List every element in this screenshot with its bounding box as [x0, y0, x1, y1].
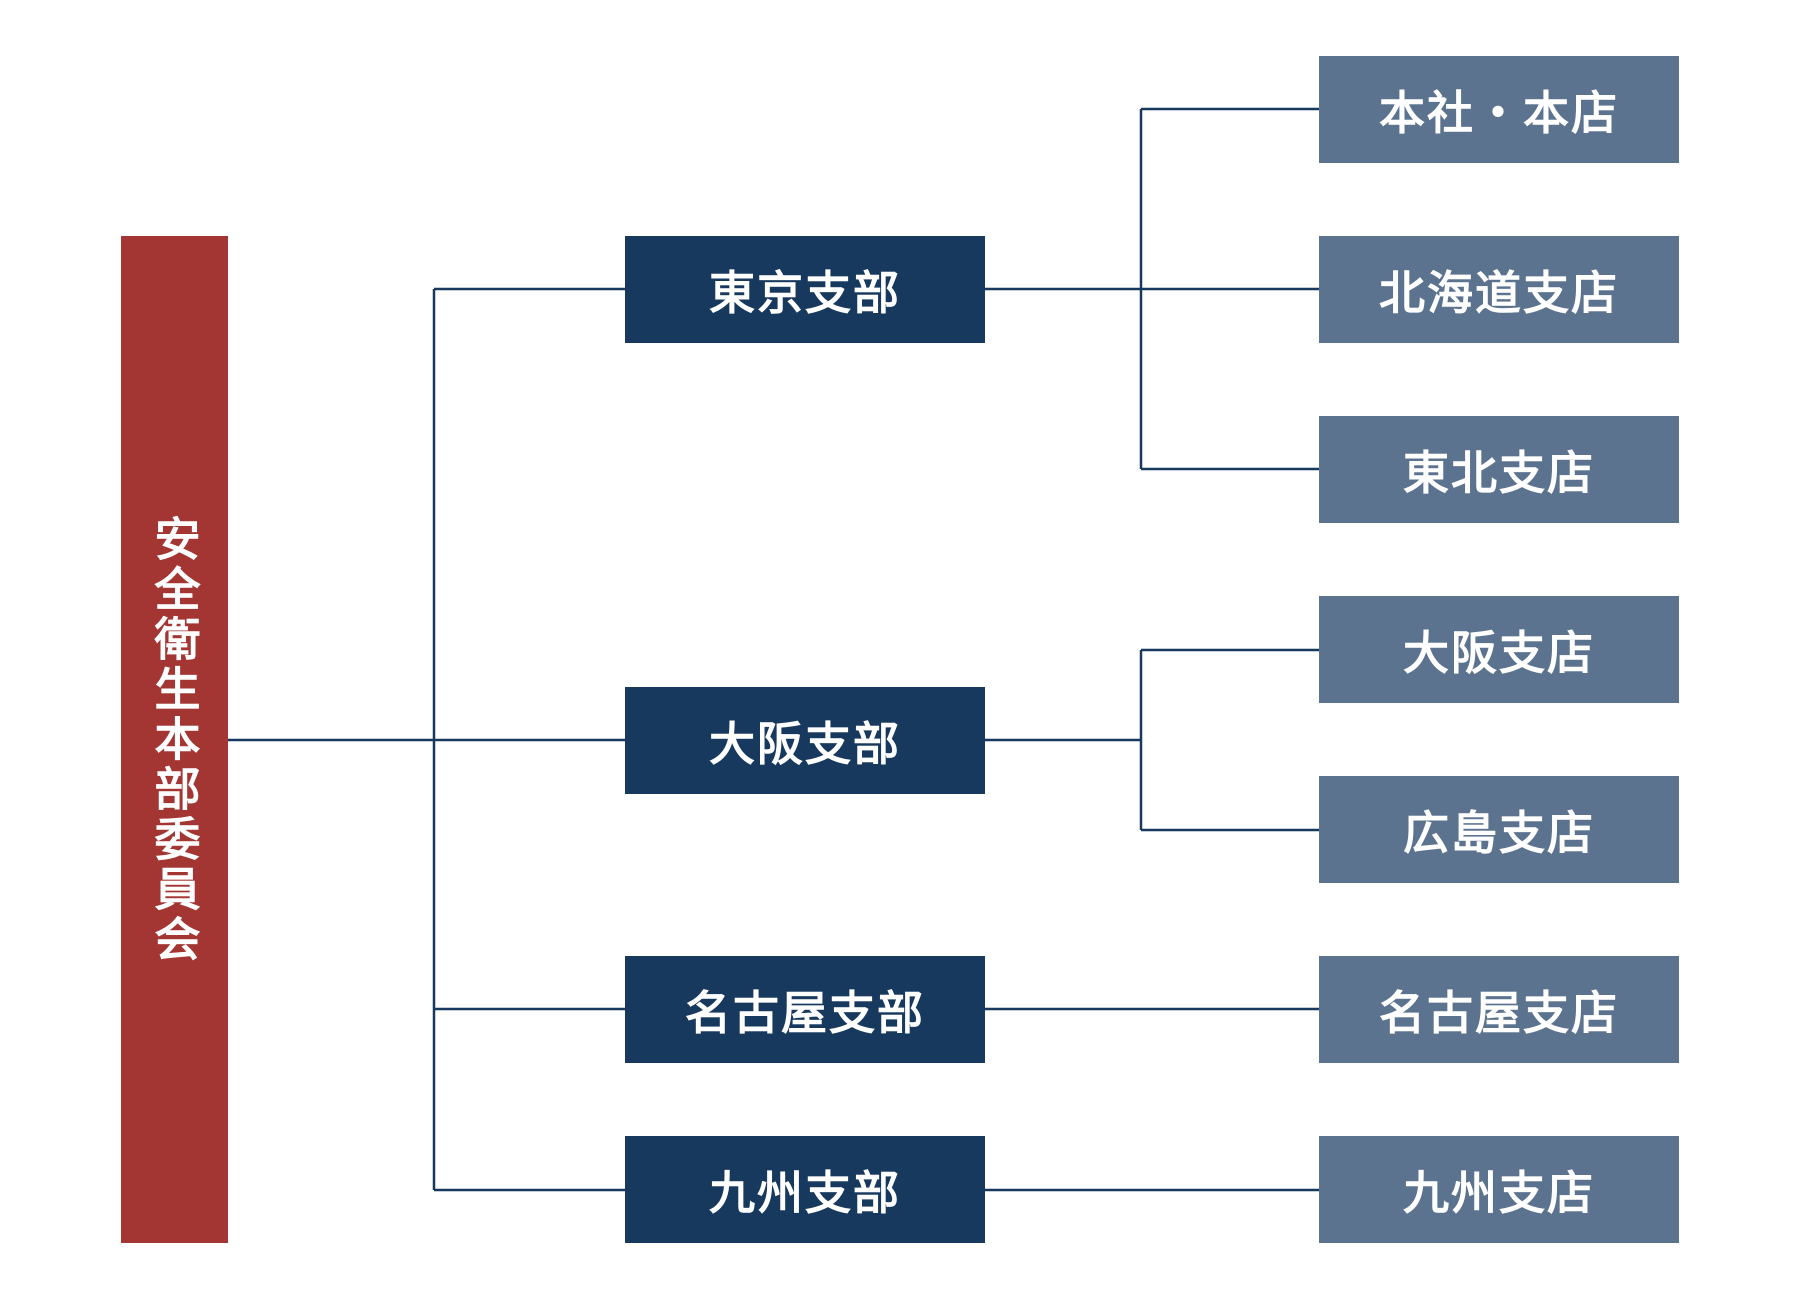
branch-label: 東京支部 — [709, 265, 901, 320]
branch-label: 九州支部 — [709, 1165, 901, 1220]
office-label: 東北支店 — [1403, 445, 1595, 500]
office-label: 広島支店 — [1403, 805, 1595, 860]
branch-kyushu-box: 九州支部 — [625, 1136, 985, 1243]
office-honsha-box: 本社・本店 — [1319, 56, 1679, 163]
office-label: 北海道支店 — [1379, 265, 1619, 320]
office-kyushu-box: 九州支店 — [1319, 1136, 1679, 1243]
office-hokkaido-box: 北海道支店 — [1319, 236, 1679, 343]
root-committee-box: 安全衛生本部委員会 — [121, 236, 228, 1243]
office-label: 九州支店 — [1403, 1165, 1595, 1220]
branch-label: 名古屋支部 — [685, 985, 925, 1040]
root-committee-label: 安全衛生本部委員会 — [147, 514, 202, 965]
office-label: 名古屋支店 — [1379, 985, 1619, 1040]
office-hiroshima-box: 広島支店 — [1319, 776, 1679, 883]
office-label: 本社・本店 — [1379, 85, 1619, 140]
office-osaka-box: 大阪支店 — [1319, 596, 1679, 703]
office-tohoku-box: 東北支店 — [1319, 416, 1679, 523]
branch-nagoya-box: 名古屋支部 — [625, 956, 985, 1063]
branch-osaka-box: 大阪支部 — [625, 687, 985, 794]
branch-label: 大阪支部 — [709, 716, 901, 771]
office-label: 大阪支店 — [1403, 625, 1595, 680]
office-nagoya-box: 名古屋支店 — [1319, 956, 1679, 1063]
branch-tokyo-box: 東京支部 — [625, 236, 985, 343]
